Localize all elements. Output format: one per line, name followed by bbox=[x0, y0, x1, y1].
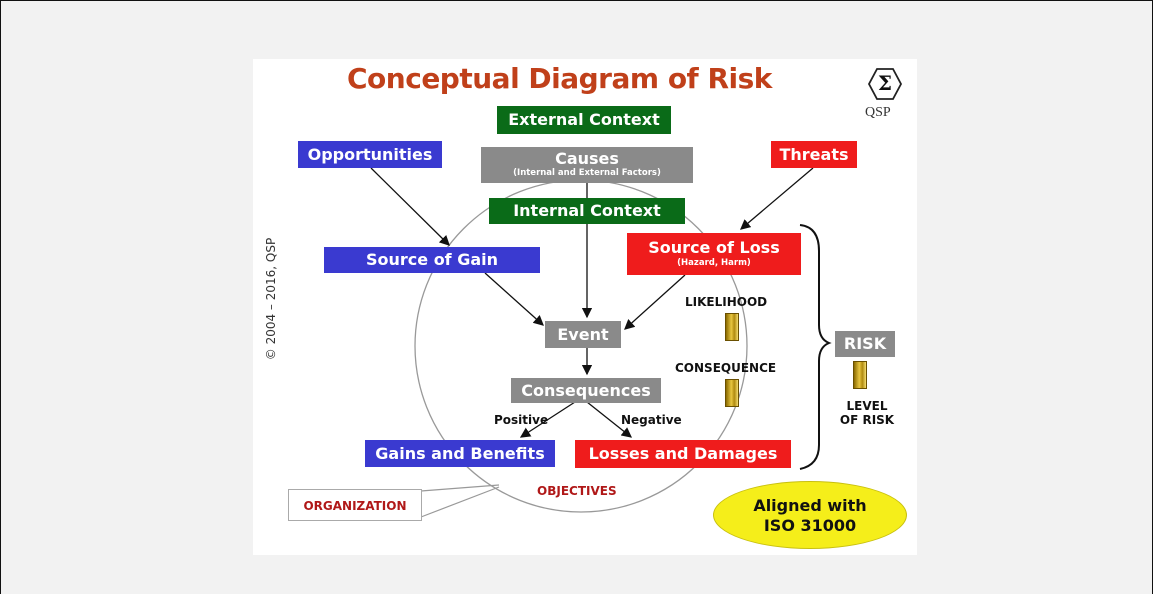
opportunities-box: Opportunities bbox=[298, 141, 442, 168]
risk-label: RISK bbox=[843, 334, 887, 353]
consequences-label: Consequences bbox=[521, 381, 651, 400]
level-of-risk-label-line2: OF RISK bbox=[839, 413, 895, 427]
organization-label: ORGANIZATION bbox=[303, 499, 407, 513]
arrow-opportunities-to-gain bbox=[370, 167, 450, 246]
source-of-gain-box: Source of Gain bbox=[324, 247, 540, 273]
gains-and-benefits-label: Gains and Benefits bbox=[375, 444, 545, 463]
losses-and-damages-box: Losses and Damages bbox=[575, 440, 791, 468]
arrow-loss-to-event bbox=[624, 274, 686, 330]
consequence-label: CONSEQUENCE bbox=[675, 361, 777, 375]
logo-text: QSP bbox=[865, 105, 891, 120]
diagram-title: Conceptual Diagram of Risk bbox=[347, 62, 772, 95]
positive-label: Positive bbox=[494, 413, 549, 427]
iso-badge: Aligned with ISO 31000 bbox=[713, 481, 907, 549]
source-of-gain-label: Source of Gain bbox=[365, 250, 499, 269]
arrow-consequences-to-gains bbox=[519, 401, 576, 438]
source-of-loss-label: Source of Loss bbox=[648, 238, 780, 257]
causes-label: Causes bbox=[555, 149, 619, 168]
arrow-threats-to-loss bbox=[740, 167, 814, 230]
risk-brace bbox=[799, 224, 832, 470]
external-context-label: External Context bbox=[508, 110, 660, 129]
opportunities-label: Opportunities bbox=[307, 145, 433, 164]
level-of-risk-gold-bar-icon bbox=[853, 361, 867, 389]
sigma-icon: Σ bbox=[877, 71, 893, 95]
consequences-box: Consequences bbox=[511, 378, 661, 403]
likelihood-label: LIKELIHOOD bbox=[685, 295, 768, 309]
consequence-gold-bar-icon bbox=[725, 379, 739, 407]
internal-context-label: Internal Context bbox=[513, 201, 661, 220]
losses-and-damages-label: Losses and Damages bbox=[588, 444, 778, 463]
internal-context-box: Internal Context bbox=[489, 198, 685, 224]
threats-label: Threats bbox=[779, 145, 849, 164]
negative-label: Negative bbox=[621, 413, 682, 427]
copyright: © 2004 – 2016, QSP bbox=[264, 237, 278, 361]
organization-pointer-2 bbox=[420, 486, 500, 518]
risk-box: RISK bbox=[835, 331, 895, 357]
external-context-box: External Context bbox=[497, 106, 671, 134]
source-of-loss-box: Source of Loss (Hazard, Harm) bbox=[627, 233, 801, 275]
source-of-loss-sublabel: (Hazard, Harm) bbox=[677, 258, 751, 268]
organization-box: ORGANIZATION bbox=[288, 489, 422, 521]
gains-and-benefits-box: Gains and Benefits bbox=[365, 440, 555, 467]
organization-pointer bbox=[420, 484, 500, 492]
iso-badge-line2: ISO 31000 bbox=[763, 516, 857, 535]
event-box: Event bbox=[545, 321, 621, 348]
likelihood-gold-bar-icon bbox=[725, 313, 739, 341]
threats-box: Threats bbox=[771, 141, 857, 168]
arrow-gain-to-event bbox=[484, 272, 544, 326]
causes-sublabel: (Internal and External Factors) bbox=[513, 168, 661, 178]
diagram-slide: Conceptual Diagram of Risk Σ QSP © 2004 … bbox=[253, 59, 917, 555]
iso-badge-line1: Aligned with bbox=[753, 496, 867, 515]
event-label: Event bbox=[557, 325, 609, 344]
arrow-consequences-to-losses bbox=[586, 401, 633, 438]
level-of-risk-label-line1: LEVEL bbox=[846, 399, 888, 413]
causes-box: Causes (Internal and External Factors) bbox=[481, 147, 693, 183]
objectives-label: OBJECTIVES bbox=[537, 484, 617, 498]
